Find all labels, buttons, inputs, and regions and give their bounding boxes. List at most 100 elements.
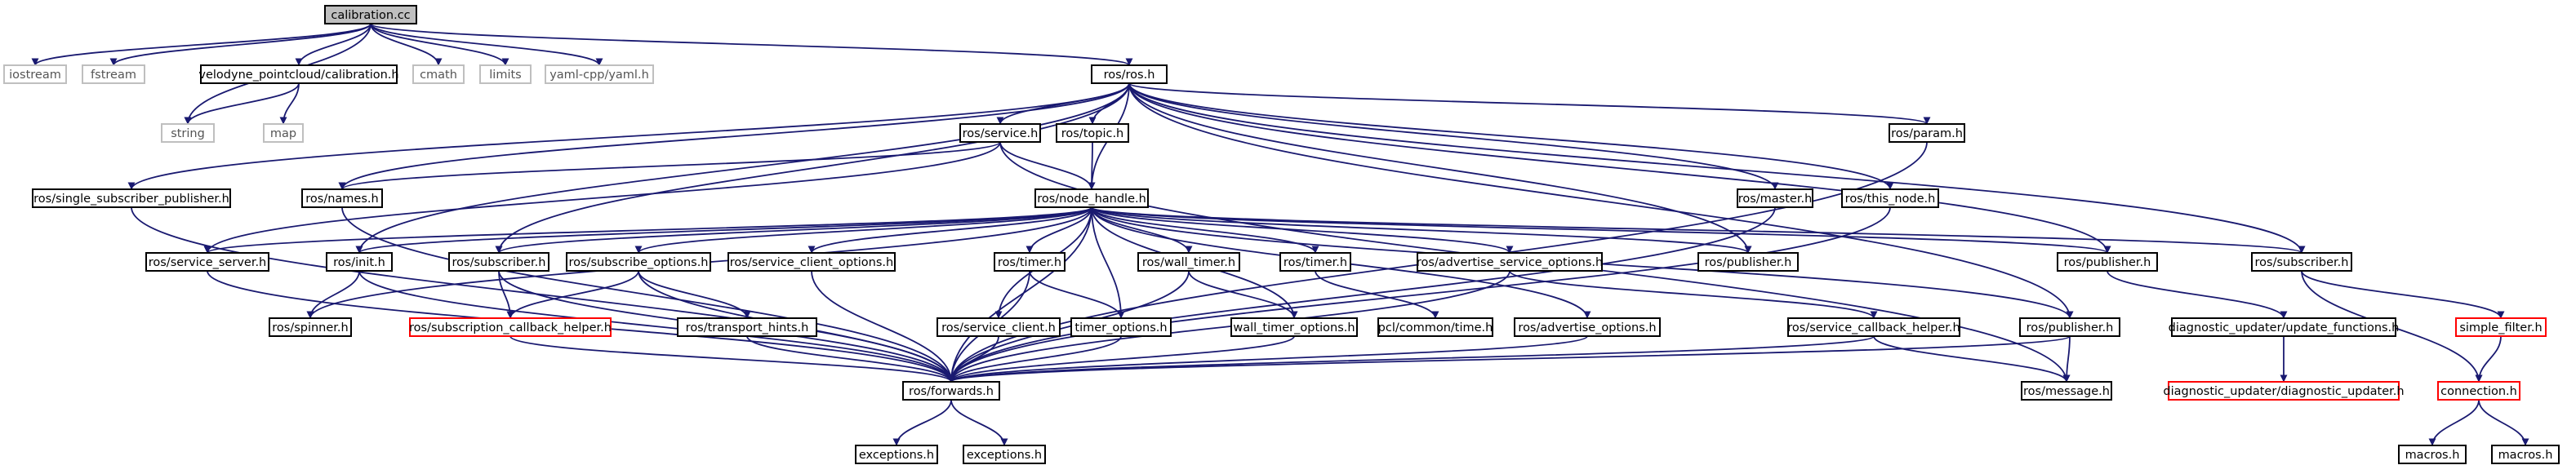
node-string[interactable]: string	[161, 123, 215, 143]
node-label: string	[171, 127, 205, 140]
node-limits[interactable]: limits	[479, 64, 532, 84]
node-pcl-time[interactable]: pcl/common/time.h	[1377, 317, 1493, 337]
edge-service-h-to-node-handle	[999, 141, 1096, 190]
node-label: ros/publisher.h	[2064, 256, 2151, 269]
node-connection[interactable]: connection.h	[2437, 381, 2520, 401]
node-transport-hints[interactable]: ros/transport_hints.h	[677, 317, 817, 337]
node-box	[545, 64, 654, 84]
edge-forwards-to-exceptions-a	[892, 399, 952, 446]
node-box	[326, 252, 393, 272]
edge-master-h-to-forwards	[947, 206, 1776, 383]
node-label: ros/publisher.h	[2027, 321, 2114, 334]
node-iostream[interactable]: iostream	[3, 64, 67, 84]
node-timer-b[interactable]: ros/timer.h	[1279, 252, 1351, 272]
node-box	[200, 64, 398, 84]
node-box	[855, 445, 938, 464]
node-fstream[interactable]: fstream	[82, 64, 145, 84]
node-adv-options[interactable]: ros/advertise_options.h	[1514, 317, 1661, 337]
node-simple-filter[interactable]: simple_filter.h	[2455, 317, 2547, 337]
node-label: ros/service_callback_helper.h	[1787, 321, 1960, 334]
edge-ros-h-to-subscriber-b	[1128, 82, 2306, 254]
node-label: macros.h	[2405, 449, 2460, 462]
node-subscriber-a[interactable]: ros/subscriber.h	[448, 252, 549, 272]
edge-node-handle-to-subscriber-a	[495, 206, 1092, 254]
node-subscriber-b[interactable]: ros/subscriber.h	[2251, 252, 2352, 272]
node-timer-a[interactable]: ros/timer.h	[994, 252, 1066, 272]
node-label: ros/publisher.h	[1705, 256, 1792, 269]
node-label: ros/service_server.h	[149, 256, 267, 269]
node-names-h[interactable]: ros/names.h	[301, 188, 383, 208]
node-publisher-b[interactable]: ros/publisher.h	[2057, 252, 2158, 272]
edge-names-h-to-forwards	[341, 206, 955, 383]
node-param-h[interactable]: ros/param.h	[1889, 123, 1965, 143]
node-subscribe-options[interactable]: ros/subscribe_options.h	[566, 252, 711, 272]
node-macros-b[interactable]: macros.h	[2491, 445, 2560, 464]
node-sub-cb-helper[interactable]: ros/subscription_callback_helper.h	[409, 317, 612, 337]
node-box	[2021, 381, 2112, 401]
node-spinner[interactable]: ros/spinner.h	[269, 317, 352, 337]
node-this-node[interactable]: ros/this_node.h	[1841, 188, 1939, 208]
edge-this-node-to-forwards	[947, 206, 1891, 383]
node-single-sub-pub[interactable]: ros/single_subscriber_publisher.h	[32, 188, 231, 208]
node-box	[1279, 252, 1351, 272]
node-exceptions-a[interactable]: exceptions.h	[855, 445, 938, 464]
node-ros-h[interactable]: ros/ros.h	[1091, 64, 1168, 84]
edge-wall-timer-to-wall-timer-options	[1188, 270, 1298, 319]
node-message-h[interactable]: ros/message.h	[2021, 381, 2112, 401]
edge-node-handle-to-service-client-options	[808, 206, 1092, 254]
node-service-client[interactable]: ros/service_client.h	[937, 317, 1061, 337]
node-box	[145, 252, 269, 272]
node-topic-h[interactable]: ros/topic.h	[1056, 123, 1129, 143]
node-calibration-cc[interactable]: calibration.cc	[324, 5, 417, 24]
node-diag-update-functions[interactable]: diagnostic_updater/update_functions.h	[2169, 317, 2400, 337]
node-label: timer_options.h	[1074, 321, 1167, 334]
node-box	[959, 123, 1041, 143]
node-publisher-a[interactable]: ros/publisher.h	[1697, 252, 1799, 272]
node-init-h[interactable]: ros/init.h	[326, 252, 393, 272]
edge-node-handle-to-timer-b	[1091, 206, 1319, 254]
node-label: ros/forwards.h	[909, 385, 994, 398]
node-publisher-c[interactable]: ros/publisher.h	[2019, 317, 2120, 337]
node-box	[2437, 381, 2520, 401]
node-box	[324, 5, 417, 24]
node-node-handle[interactable]: ros/node_handle.h	[1034, 188, 1149, 208]
node-service-cb-helper[interactable]: ros/service_callback_helper.h	[1787, 317, 1960, 337]
edge-subscribe-options-to-sub-cb-helper	[506, 270, 639, 319]
node-yaml[interactable]: yaml-cpp/yaml.h	[545, 64, 654, 84]
node-forwards[interactable]: ros/forwards.h	[902, 381, 1000, 401]
node-box	[448, 252, 549, 272]
edge-ros-h-to-topic-h	[1088, 82, 1130, 125]
edge-velodyne-calibration-to-map	[279, 82, 300, 125]
node-macros-a[interactable]: macros.h	[2398, 445, 2467, 464]
edge-connection-to-macros-a	[2428, 399, 2480, 446]
node-cmath[interactable]: cmath	[412, 64, 465, 84]
node-adv-service-options[interactable]: ros/advertise_service_options.h	[1417, 252, 1603, 272]
edge-ros-h-to-names-h	[338, 82, 1130, 190]
node-wall-timer-options[interactable]: wall_timer_options.h	[1230, 317, 1358, 337]
edges-layer	[31, 23, 2529, 446]
node-timer-options[interactable]: timer_options.h	[1070, 317, 1172, 337]
node-wall-timer[interactable]: ros/wall_timer.h	[1137, 252, 1240, 272]
node-box	[963, 445, 1046, 464]
node-service-h[interactable]: ros/service.h	[959, 123, 1041, 143]
edge-node-handle-to-forwards	[947, 206, 1092, 383]
edge-calibration-cc-to-ros-h	[370, 23, 1133, 66]
node-box	[1417, 252, 1603, 272]
node-label: limits	[489, 69, 521, 82]
node-velodyne-calibration[interactable]: velodyne_pointcloud/calibration.h	[198, 64, 399, 84]
node-exceptions-b[interactable]: exceptions.h	[963, 445, 1046, 464]
node-service-client-options[interactable]: ros/service_client_options.h	[727, 252, 896, 272]
node-label: ros/wall_timer.h	[1142, 256, 1235, 269]
node-label: exceptions.h	[967, 449, 1042, 462]
node-master-h[interactable]: ros/master.h	[1737, 188, 1813, 208]
edge-service-cb-helper-to-forwards	[947, 335, 1875, 383]
node-box	[677, 317, 817, 337]
node-label: ros/transport_hints.h	[686, 321, 809, 334]
node-label: ros/timer.h	[1284, 256, 1347, 269]
node-diag-updater[interactable]: diagnostic_updater/diagnostic_updater.h	[2163, 381, 2405, 401]
node-label: exceptions.h	[859, 449, 934, 462]
edge-publisher-c-to-message-h	[2062, 335, 2071, 383]
edge-service-h-to-names-h	[338, 141, 1001, 190]
node-service-server[interactable]: ros/service_server.h	[145, 252, 269, 272]
node-map[interactable]: map	[263, 123, 304, 143]
